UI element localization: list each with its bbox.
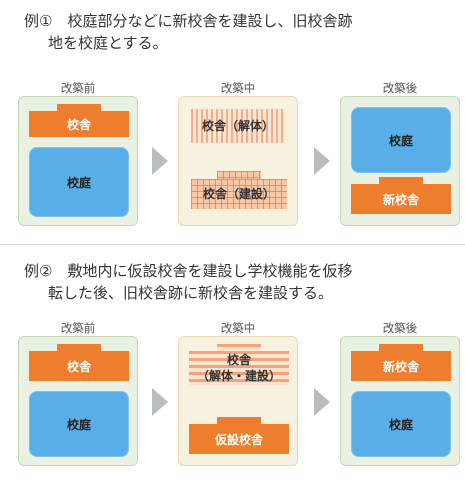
example-2-during-temporary: 仮設校舎 [189, 424, 289, 454]
demolished-building [191, 109, 285, 143]
right-arrow-icon [314, 388, 330, 416]
example-1-during-panel: 校舎（解体） 校舎（建設） [178, 96, 298, 226]
example-1-during-demolish: 校舎（解体） [201, 119, 274, 133]
example-2: 例② 敷地内に仮設校舎を建設し学校機能を仮移 転した後、旧校舎跡に新校舎を建設す… [0, 248, 465, 485]
example-1-before-building: 校舎 [29, 111, 129, 137]
example-2-before-yard: 校庭 [29, 391, 129, 457]
example-1-heading: 例① 校庭部分などに新校舎を建設し、旧校舎跡 地を校庭とする。 [24, 10, 352, 54]
example-2-during-panel: 校舎 （解体・建設） 仮設校舎 [178, 336, 298, 466]
example-1-heading-line2: 地を校庭とする。 [48, 34, 168, 52]
section-divider [0, 244, 465, 245]
example-1-before-label: 改築前 [60, 81, 96, 95]
example-1-before-yard: 校庭 [29, 147, 129, 217]
right-arrow-icon [152, 147, 168, 175]
rebuild-building [189, 351, 289, 385]
construction-building [191, 179, 287, 209]
building-roof [379, 344, 423, 354]
right-arrow-icon [314, 147, 330, 175]
example-2-before-panel: 校舎 校庭 [18, 336, 138, 466]
example-2-after-building: 新校舎 [351, 351, 451, 381]
example-1: 例① 校庭部分などに新校舎を建設し、旧校舎跡 地を校庭とする。 改築前 校舎 校… [0, 0, 465, 240]
building-roof [379, 177, 423, 187]
example-1-heading-line1: 例① 校庭部分などに新校舎を建設し、旧校舎跡 [24, 12, 353, 30]
example-2-heading: 例② 敷地内に仮設校舎を建設し学校機能を仮移 転した後、旧校舎跡に新校舎を建設す… [24, 260, 352, 304]
example-2-heading-line1: 例② 敷地内に仮設校舎を建設し学校機能を仮移 [24, 262, 353, 280]
example-2-during-rebuild-line2: （解体・建設） [196, 369, 281, 383]
example-1-after-yard: 校庭 [351, 107, 451, 173]
example-2-before-building: 校舎 [29, 351, 129, 381]
building-roof [57, 344, 101, 354]
example-1-during-label: 改築中 [220, 81, 256, 95]
example-1-after-label: 改築後 [382, 81, 418, 95]
example-2-before-label: 改築前 [60, 321, 96, 335]
rebuild-roof [217, 344, 261, 354]
example-2-during-label: 改築中 [220, 321, 256, 335]
example-2-after-label: 改築後 [382, 321, 418, 335]
example-2-heading-line2: 転した後、旧校舎跡に新校舎を建設する。 [48, 284, 334, 302]
building-roof [217, 417, 261, 427]
building-roof [57, 104, 101, 114]
example-2-during-rebuild-line1: 校舎 [226, 353, 251, 367]
right-arrow-icon [152, 388, 168, 416]
construction-roof [217, 171, 261, 181]
example-2-after-panel: 新校舎 校庭 [340, 336, 460, 466]
example-1-during-build: 校舎（建設） [202, 187, 275, 201]
example-1-after-panel: 校庭 新校舎 [340, 96, 460, 226]
example-1-before-panel: 校舎 校庭 [18, 96, 138, 226]
example-2-after-yard: 校庭 [351, 391, 451, 457]
example-1-after-building: 新校舎 [351, 184, 451, 214]
